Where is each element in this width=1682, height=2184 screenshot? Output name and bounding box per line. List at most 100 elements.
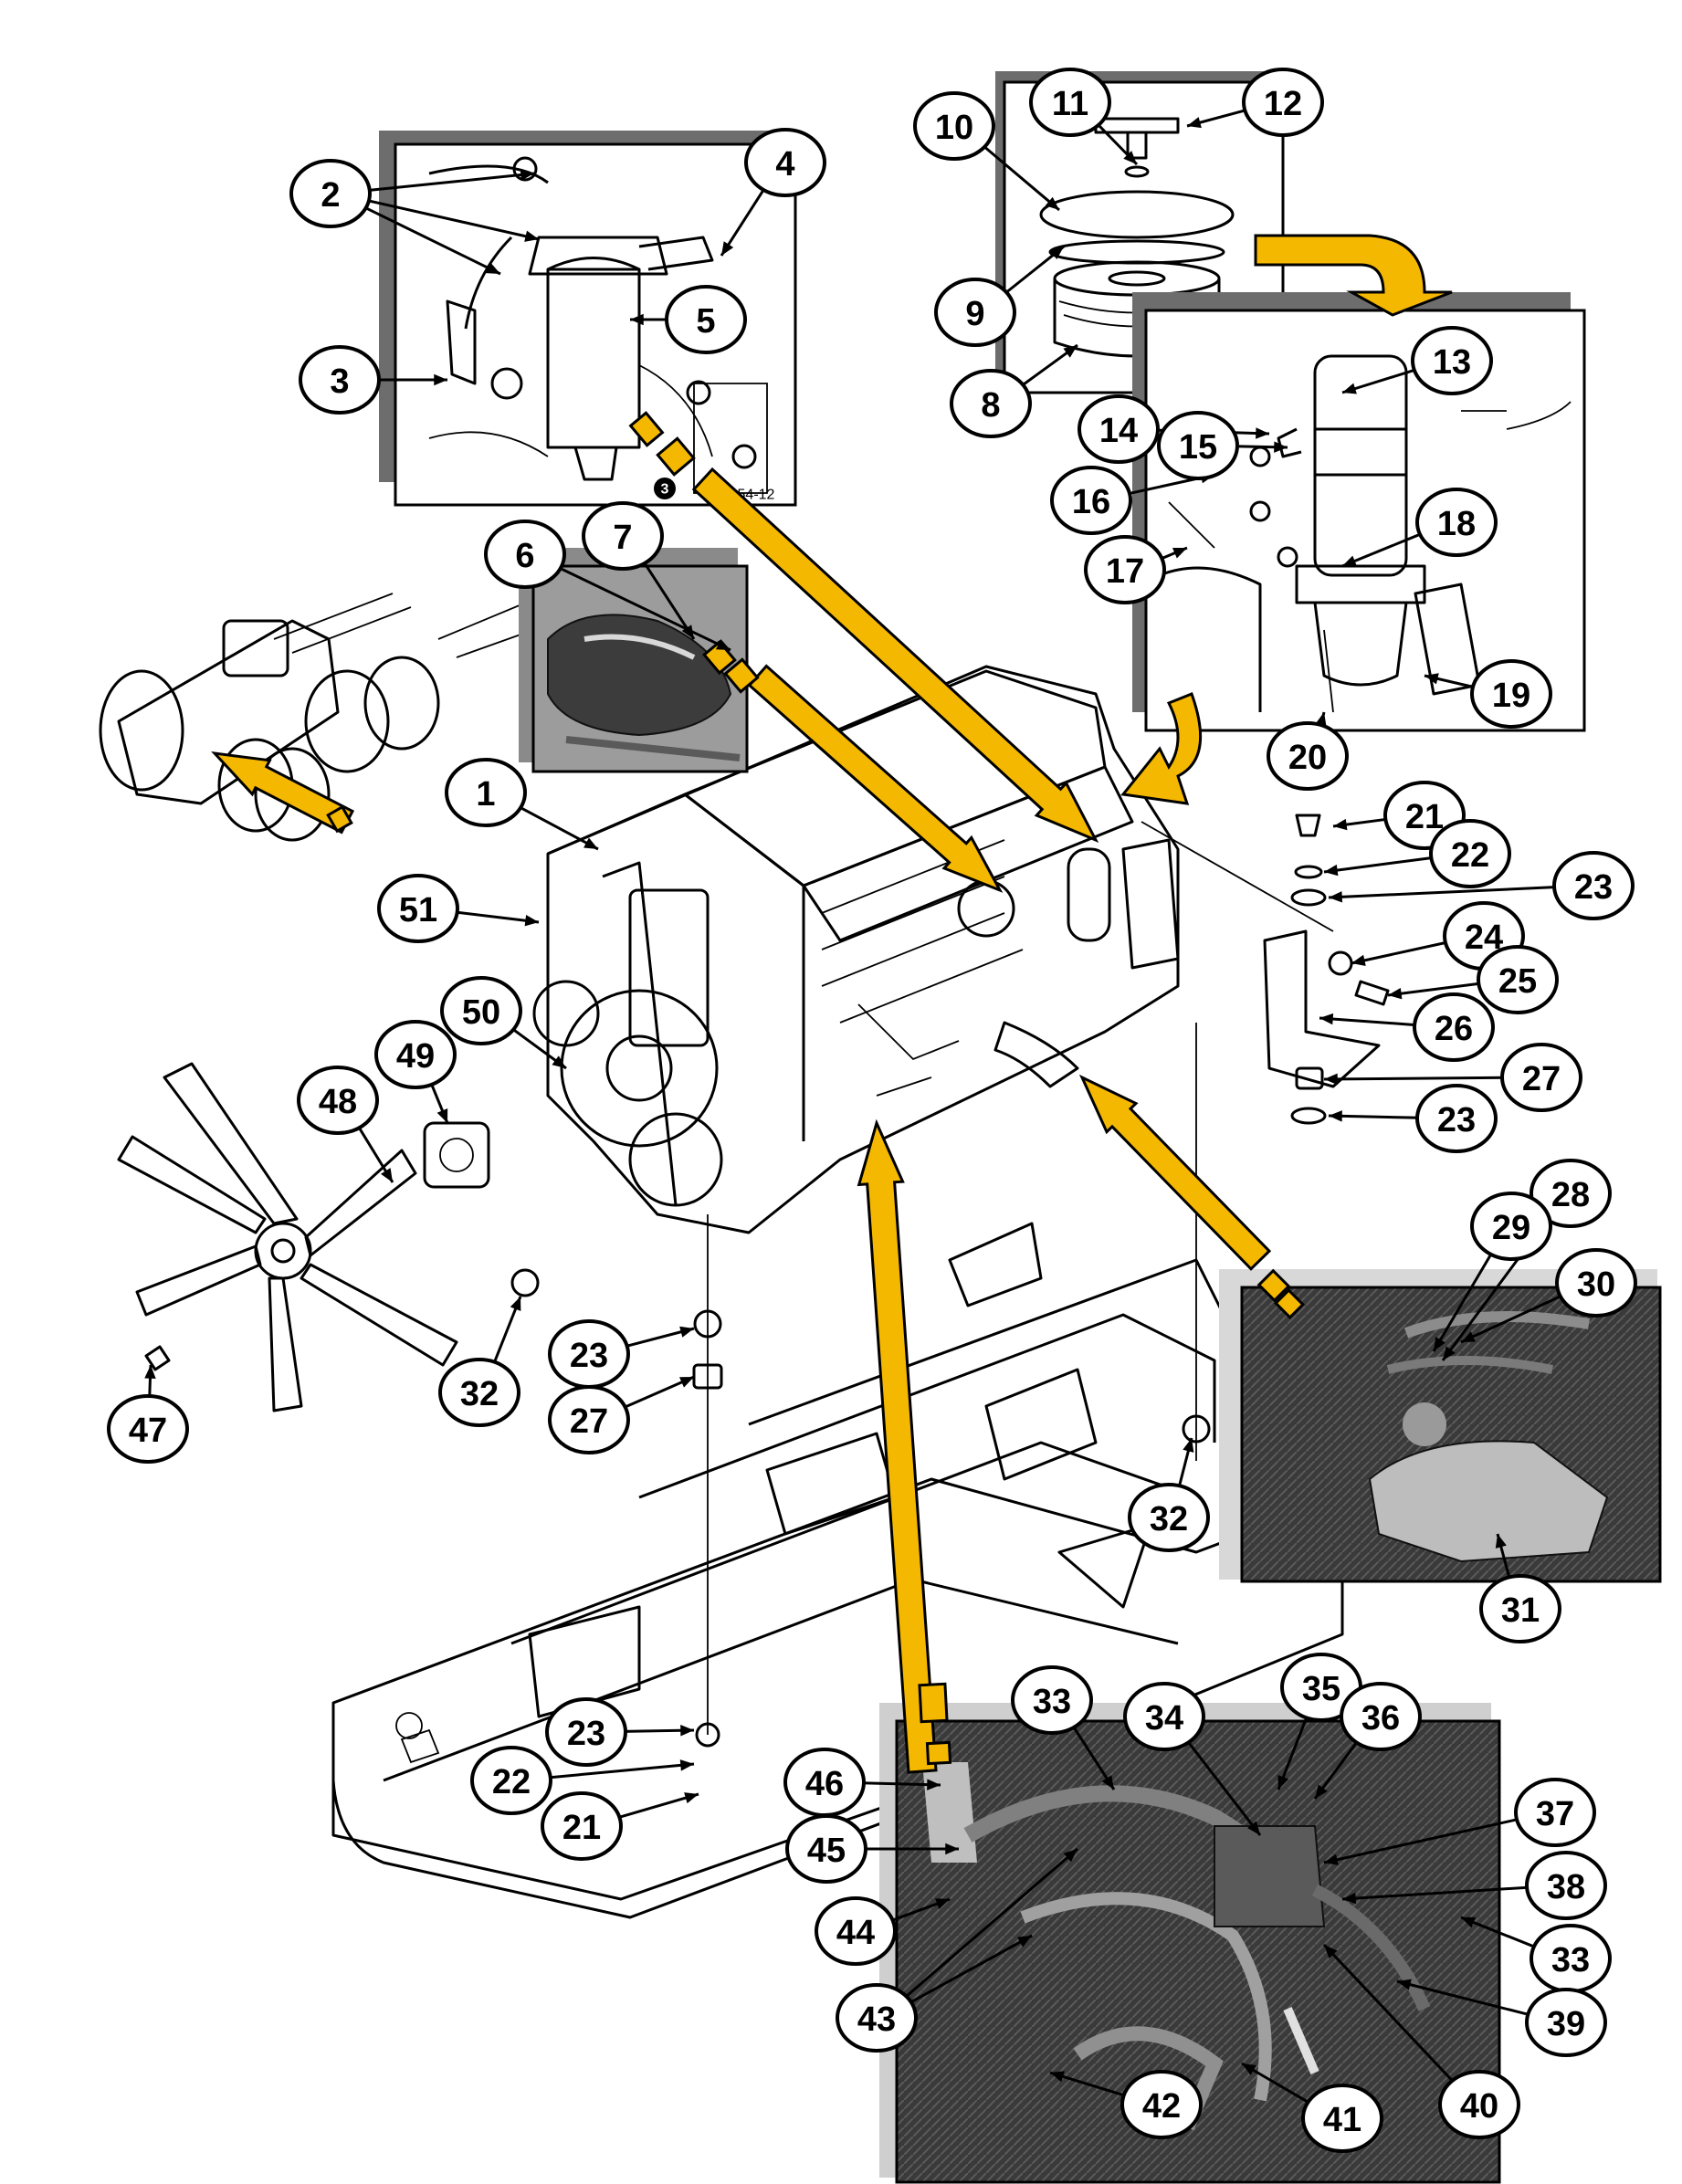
callout-44: 44	[815, 1896, 897, 1966]
callout-36-label: 36	[1361, 1699, 1400, 1738]
callout-9-label: 9	[965, 295, 984, 333]
callout-17-bubble	[1084, 535, 1166, 604]
leader-extra-0	[365, 198, 540, 241]
callout-15-label: 15	[1179, 428, 1217, 467]
callout-32-label: 32	[460, 1375, 499, 1413]
callout-23-label: 23	[570, 1337, 608, 1375]
leader-44-56-arrowhead	[935, 1898, 950, 1909]
leader-45-57-arrowhead	[945, 1843, 959, 1855]
callout-10-label: 10	[935, 109, 973, 147]
callout-14-label: 14	[1099, 412, 1138, 450]
callout-30-bubble	[1555, 1248, 1637, 1318]
callout-13: 13	[1411, 326, 1493, 395]
engine-block	[532, 665, 1180, 1234]
callout-10-bubble	[913, 91, 995, 161]
arrow-filter-to-engine	[691, 467, 1099, 843]
callout-18: 18	[1415, 488, 1498, 557]
callout-49-bubble	[374, 1020, 457, 1089]
callout-7: 7	[582, 501, 664, 571]
callout-40-label: 40	[1460, 2087, 1498, 2126]
leader-39-51	[1396, 1979, 1531, 2017]
callout-38-label: 38	[1547, 1868, 1585, 1906]
leader-32-35-arrowhead	[1183, 1438, 1194, 1453]
callout-48: 48	[297, 1066, 379, 1135]
callout-23: 23	[1552, 851, 1635, 920]
inset-starter-photo	[1219, 1269, 1662, 1583]
leader-43-55	[908, 1934, 1033, 2005]
callout-21-bubble	[541, 1791, 623, 1861]
callout-44-label: 44	[836, 1914, 875, 1952]
arrow-tractor-pointer	[211, 751, 355, 835]
callout-46: 46	[783, 1748, 866, 1817]
leader-51-40-arrowhead	[524, 915, 539, 927]
callout-11: 11	[1029, 68, 1111, 137]
callout-4: 4	[744, 128, 826, 197]
leader-10-9-arrowhead	[1045, 196, 1059, 210]
arrow-filter-tab-a	[628, 411, 665, 447]
callout-39: 39	[1525, 1988, 1607, 2057]
callout-17-label: 17	[1106, 552, 1144, 591]
tractor-illustration	[99, 593, 585, 842]
leader-23-33-arrowhead	[679, 1326, 694, 1338]
callout-47-bubble	[107, 1394, 189, 1464]
leader-2-1-arrowhead	[520, 169, 534, 181]
leader-37-48-arrowhead	[1324, 1853, 1339, 1865]
callout-19: 19	[1470, 659, 1552, 729]
leader-23-27	[1328, 1114, 1421, 1119]
callout-13-label: 13	[1433, 343, 1471, 382]
callout-14-bubble	[1078, 394, 1160, 464]
callout-7-bubble	[582, 501, 664, 571]
leader-1-0	[518, 804, 599, 851]
callout-arrows	[211, 234, 1453, 1774]
cooling-fan	[117, 1062, 490, 1412]
leader-43-55-arrowhead	[1017, 1936, 1032, 1948]
callout-5-bubble	[665, 285, 747, 354]
callout-40: 40	[1438, 2070, 1520, 2139]
leader-22-21	[1323, 856, 1435, 874]
callout-38-bubble	[1525, 1851, 1607, 1920]
callout-10: 10	[913, 91, 995, 161]
callout-41: 41	[1301, 2084, 1383, 2153]
callout-43-bubble	[836, 1983, 918, 2053]
callout-21-label: 21	[1405, 798, 1444, 836]
arrow-wiring-tab-a	[918, 1682, 949, 1724]
callout-6: 6	[484, 520, 566, 589]
leader-23-41-arrowhead	[680, 1725, 694, 1737]
callout-28-label: 28	[1551, 1176, 1590, 1214]
leader-extra-1	[363, 205, 501, 276]
callout-4-bubble	[744, 128, 826, 197]
callout-42-bubble	[1120, 2070, 1203, 2139]
callout-32-bubble	[1128, 1483, 1210, 1552]
leader-49-38-arrowhead	[436, 1108, 448, 1123]
leader-42-54-arrowhead	[1050, 2071, 1065, 2083]
leader-37-48	[1323, 1817, 1520, 1864]
leader-48-37-arrowhead	[380, 1168, 393, 1182]
arrow-filter-tab-b	[656, 436, 696, 477]
leader-11-10-arrowhead	[1123, 151, 1137, 164]
callout-4-label: 4	[775, 145, 794, 184]
filter-photo-code: 3	[661, 482, 669, 498]
leader-lines	[144, 108, 1564, 2105]
leader-extra-1-arrowhead	[486, 262, 500, 274]
arrow-wiring-to-engine	[857, 1118, 938, 1774]
leader-31-31-arrowhead	[1495, 1534, 1507, 1549]
leader-22-42-arrowhead	[679, 1759, 694, 1771]
leader-17-16-arrowhead	[1172, 547, 1187, 559]
arrow-starter-to-engine	[1078, 1074, 1272, 1271]
leader-14-13-arrowhead	[1256, 427, 1269, 439]
leader-22-42	[547, 1762, 695, 1780]
callout-37-bubble	[1514, 1778, 1596, 1847]
callout-41-bubble	[1301, 2084, 1383, 2153]
leader-35-46-arrowhead	[1277, 1775, 1289, 1790]
callout-8: 8	[950, 369, 1032, 438]
leader-27-26-arrowhead	[1324, 1073, 1338, 1086]
callout-48-bubble	[297, 1066, 379, 1135]
leader-21-43-arrowhead	[684, 1792, 699, 1804]
leader-33-44-arrowhead	[1101, 1775, 1114, 1790]
callout-21-label: 21	[562, 1809, 601, 1847]
callout-43: 43	[836, 1983, 918, 2053]
arrow-tractor-tab	[326, 804, 353, 834]
callout-23: 23	[1415, 1084, 1498, 1153]
